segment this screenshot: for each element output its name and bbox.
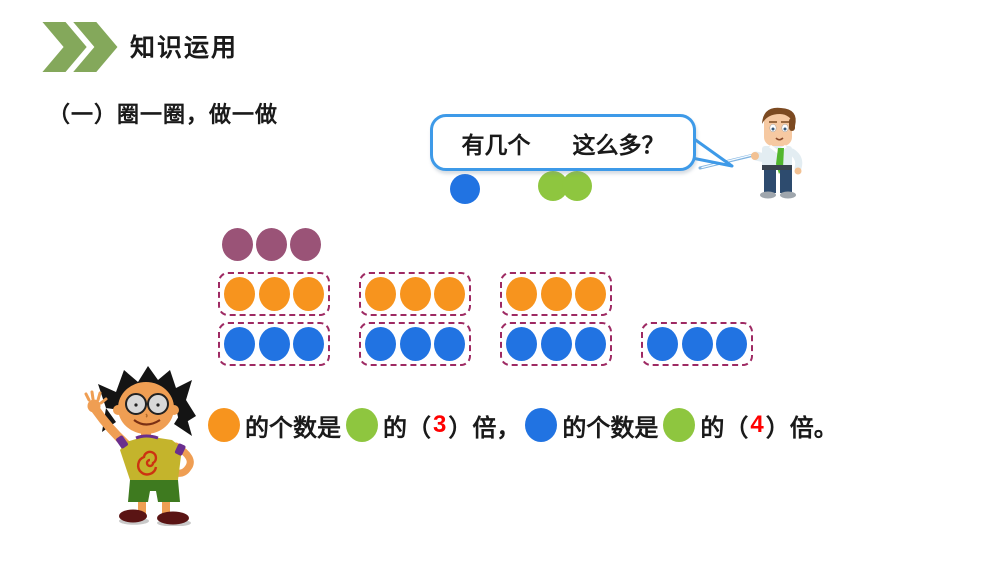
green-dot bbox=[562, 171, 592, 201]
orange-dot bbox=[258, 277, 290, 311]
purple-dot bbox=[290, 228, 321, 261]
orange-dot bbox=[364, 277, 396, 311]
blue-dot bbox=[505, 327, 537, 361]
blue-group-row bbox=[218, 322, 753, 366]
orange-dot bbox=[505, 277, 537, 311]
blue-dot bbox=[540, 327, 572, 361]
purple-dot bbox=[222, 228, 253, 261]
orange-dot-group bbox=[218, 272, 330, 316]
orange-dot bbox=[293, 277, 325, 311]
blue-dot bbox=[293, 327, 325, 361]
orange-dot bbox=[434, 277, 466, 311]
answer-number-1: 3 bbox=[433, 411, 447, 438]
purple-dot-row bbox=[222, 228, 321, 261]
blue-dot-group bbox=[359, 322, 471, 366]
bubble-text-left: 有几个 bbox=[461, 131, 531, 158]
orange-dot bbox=[540, 277, 572, 311]
orange-group-row bbox=[218, 272, 612, 316]
blue-dot bbox=[399, 327, 431, 361]
blue-dot bbox=[646, 327, 678, 361]
purple-dot bbox=[256, 228, 287, 261]
blue-dot bbox=[258, 327, 290, 361]
reference-green-dot-pair bbox=[538, 171, 592, 201]
speech-bubble: 有几个 这么多？ bbox=[430, 114, 696, 171]
blue-dot bbox=[716, 327, 748, 361]
blue-dot bbox=[223, 327, 255, 361]
answer-sentence: 的个数是 的（ 3 ）倍， 的个数是 的（ 4 ）倍。 bbox=[203, 405, 838, 445]
blue-dot bbox=[681, 327, 713, 361]
orange-dot bbox=[575, 277, 607, 311]
sentence-text: 的个数是 bbox=[562, 414, 659, 442]
sentence-text: ）倍。 bbox=[765, 414, 838, 442]
bubble-text-right: 这么多？ bbox=[572, 131, 665, 158]
green-dot bbox=[346, 408, 378, 442]
blue-dot bbox=[575, 327, 607, 361]
green-dot bbox=[663, 408, 696, 442]
answer-number-2: 4 bbox=[750, 411, 764, 438]
orange-dot-group bbox=[359, 272, 471, 316]
blue-dot-group bbox=[218, 322, 330, 366]
orange-dot bbox=[399, 277, 431, 311]
blue-dot-group bbox=[641, 322, 753, 366]
reference-blue-dot bbox=[450, 174, 480, 204]
orange-dot bbox=[208, 408, 240, 442]
blue-dot bbox=[525, 408, 558, 442]
orange-dot bbox=[223, 277, 255, 311]
sentence-text: ）倍， bbox=[448, 414, 521, 442]
blue-dot-group bbox=[500, 322, 612, 366]
student-character bbox=[84, 366, 196, 526]
sentence-text: 的（ bbox=[383, 414, 431, 442]
sentence-text: 的（ bbox=[700, 414, 749, 442]
orange-dot-group bbox=[500, 272, 612, 316]
section-label: （一）圈一圈，做一做 bbox=[48, 102, 279, 127]
blue-dot bbox=[364, 327, 396, 361]
blue-dot bbox=[434, 327, 466, 361]
page-title: 知识运用 bbox=[130, 34, 239, 62]
sentence-text: 的个数是 bbox=[245, 414, 341, 442]
double-chevron-right-icon bbox=[42, 22, 118, 72]
